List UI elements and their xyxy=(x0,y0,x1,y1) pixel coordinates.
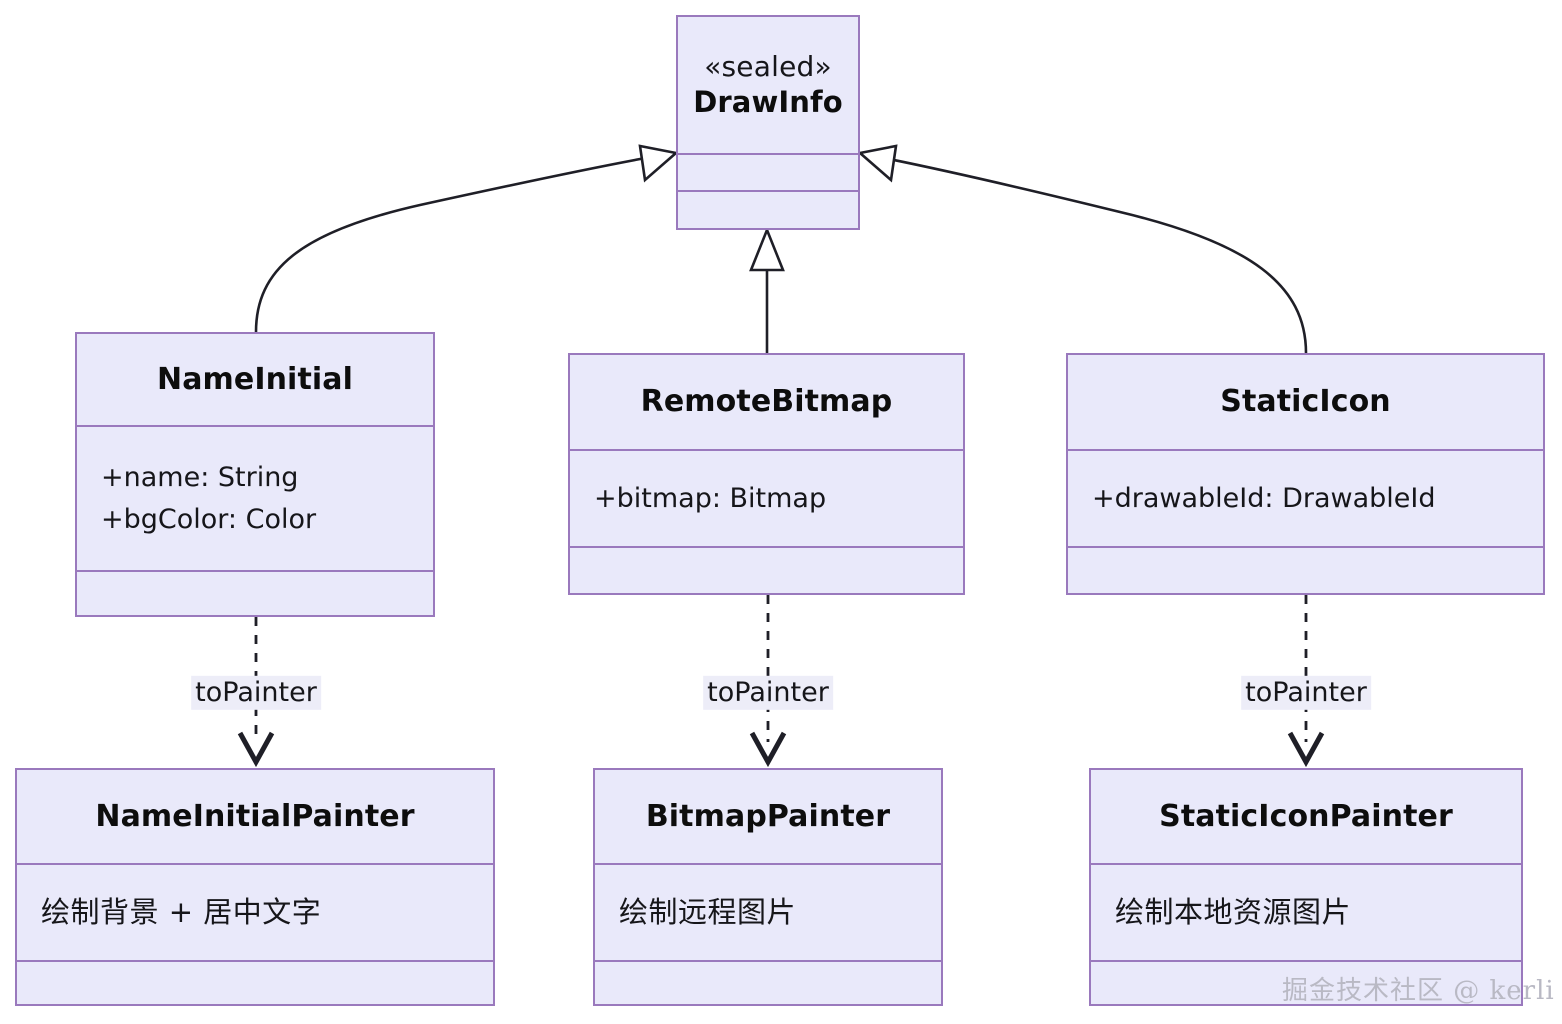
attribute-row: 绘制远程图片 xyxy=(619,895,797,930)
class-box-staticicon[interactable]: StaticIcon +drawableId: DrawableId xyxy=(1066,353,1545,595)
class-attributes-staticicon: +drawableId: DrawableId xyxy=(1068,451,1543,548)
class-name-nameinitial: NameInitial xyxy=(156,361,353,397)
class-header-staticicon: StaticIcon xyxy=(1068,355,1543,451)
class-box-remotebitmap[interactable]: RemoteBitmap +bitmap: Bitmap xyxy=(568,353,965,595)
attribute-row: +name: String xyxy=(101,461,299,493)
class-header-staticiconpainter: StaticIconPainter xyxy=(1091,770,1521,865)
class-box-nameinitial[interactable]: NameInitial +name: String +bgColor: Colo… xyxy=(75,332,435,617)
edge-label-topainter-left: toPainter xyxy=(191,675,321,711)
class-header-bitmappainter: BitmapPainter xyxy=(595,770,941,865)
class-methods-drawinfo xyxy=(678,192,858,228)
class-header-drawinfo: «sealed» DrawInfo xyxy=(678,17,858,155)
class-attributes-drawinfo xyxy=(678,155,858,192)
class-header-nameinitialpainter: NameInitialPainter xyxy=(17,770,493,865)
class-name-bitmappainter: BitmapPainter xyxy=(645,798,891,834)
class-name-staticiconpainter: StaticIconPainter xyxy=(1159,798,1453,834)
generalization-remotebitmap-drawinfo xyxy=(749,226,785,353)
class-name-remotebitmap: RemoteBitmap xyxy=(640,384,893,420)
class-name-drawinfo: DrawInfo xyxy=(693,84,843,119)
class-header-nameinitial: NameInitial xyxy=(77,334,433,427)
class-box-bitmappainter[interactable]: BitmapPainter 绘制远程图片 xyxy=(593,768,943,1006)
class-methods-nameinitialpainter xyxy=(17,962,493,1004)
generalization-staticicon-drawinfo xyxy=(857,144,1308,354)
class-methods-remotebitmap xyxy=(570,548,963,593)
class-methods-bitmappainter xyxy=(595,962,941,1004)
attribute-row: 绘制背景 + 居中文字 xyxy=(41,895,322,930)
edge-label-topainter-right: toPainter xyxy=(1241,675,1371,711)
attribute-row: +bgColor: Color xyxy=(101,503,317,535)
class-methods-staticicon xyxy=(1068,548,1543,593)
class-name-nameinitialpainter: NameInitialPainter xyxy=(95,798,415,834)
class-attributes-nameinitial: +name: String +bgColor: Color xyxy=(77,427,433,572)
class-attributes-nameinitialpainter: 绘制背景 + 居中文字 xyxy=(17,865,493,962)
attribute-row: 绘制本地资源图片 xyxy=(1115,895,1352,930)
class-box-staticiconpainter[interactable]: StaticIconPainter 绘制本地资源图片 xyxy=(1089,768,1523,1006)
edge-label-topainter-middle: toPainter xyxy=(703,675,833,711)
class-name-staticicon: StaticIcon xyxy=(1220,384,1391,420)
class-attributes-bitmappainter: 绘制远程图片 xyxy=(595,865,941,962)
class-methods-nameinitial xyxy=(77,572,433,615)
class-header-remotebitmap: RemoteBitmap xyxy=(570,355,963,451)
class-attributes-staticiconpainter: 绘制本地资源图片 xyxy=(1091,865,1521,962)
attribute-row: +bitmap: Bitmap xyxy=(594,482,827,514)
class-attributes-remotebitmap: +bitmap: Bitmap xyxy=(570,451,963,548)
class-box-drawinfo[interactable]: «sealed» DrawInfo xyxy=(676,15,860,230)
generalization-nameinitial-drawinfo xyxy=(254,144,679,333)
class-stereotype-drawinfo: «sealed» xyxy=(704,50,832,84)
class-box-nameinitialpainter[interactable]: NameInitialPainter 绘制背景 + 居中文字 xyxy=(15,768,495,1006)
attribute-row: +drawableId: DrawableId xyxy=(1092,482,1436,514)
watermark: 掘金技术社区 @ kerli xyxy=(1282,976,1555,1006)
